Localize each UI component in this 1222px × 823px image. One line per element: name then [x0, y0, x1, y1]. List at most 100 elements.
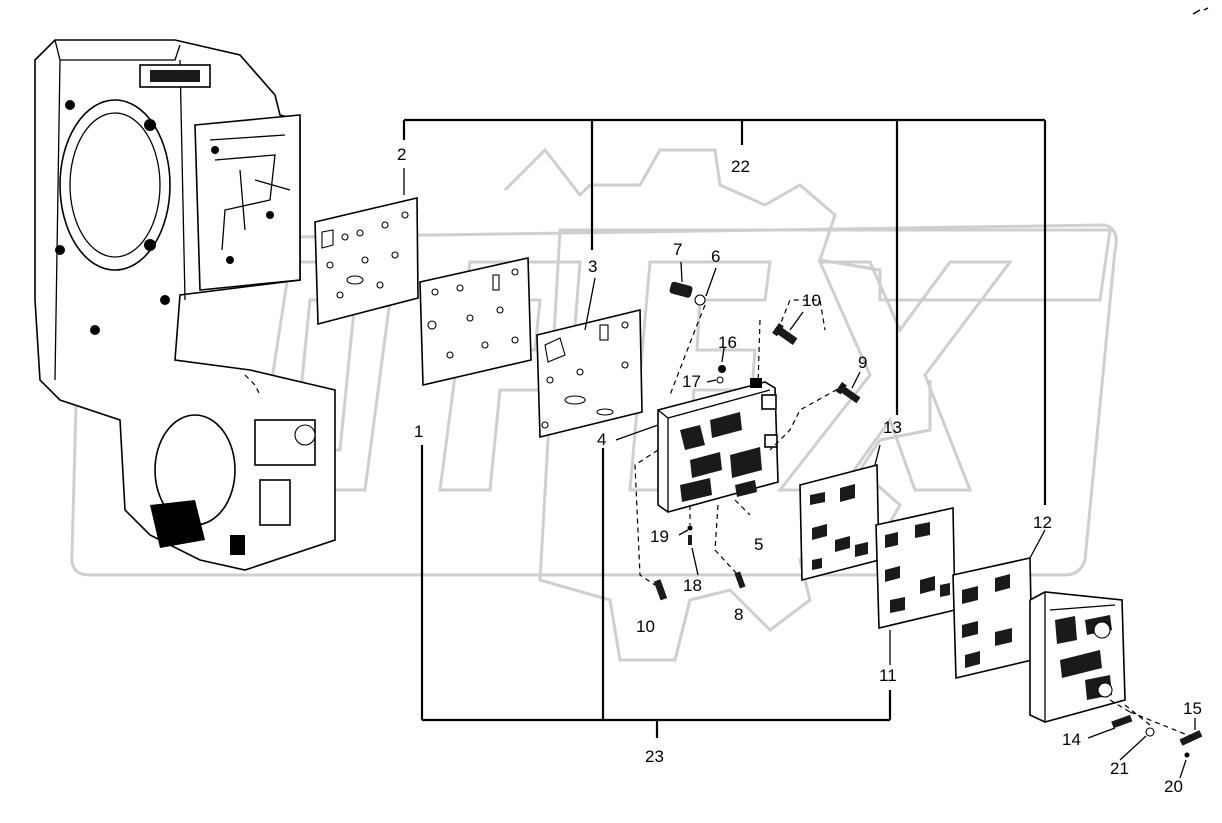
- control-valve-assembly: [1029, 591, 1126, 723]
- plate-3-hole: [576, 368, 584, 376]
- control-valve-edge: [1044, 592, 1116, 722]
- plate-1-slot: [492, 274, 500, 291]
- transmission-housing: [34, 39, 336, 571]
- bolt-15: [1179, 730, 1203, 746]
- dash-line: [734, 499, 751, 516]
- plate-1-hole: [496, 306, 504, 314]
- ring-17: [716, 376, 724, 384]
- plate-1-body: [419, 257, 532, 386]
- leader-4: [615, 424, 659, 441]
- callout-5: 5: [754, 535, 763, 554]
- assembly-lines: [634, 299, 1196, 739]
- leader-19: [678, 529, 689, 536]
- plate-12-ports: [962, 574, 1012, 668]
- callout-1: 1: [414, 422, 423, 441]
- plate-3-body: [536, 308, 643, 439]
- plate-1-hole: [446, 351, 454, 359]
- plate-2-slot: [346, 275, 364, 285]
- callout-11: 11: [879, 666, 897, 685]
- housing-edge: [54, 39, 186, 381]
- callout-22: 22: [731, 157, 750, 176]
- leader-7: [680, 261, 683, 283]
- bracket-22: [402, 118, 1047, 505]
- housing-bolt: [144, 119, 156, 131]
- leader-13: [874, 444, 881, 466]
- callout-10-top: 10: [802, 291, 821, 310]
- pin-18: [688, 535, 692, 545]
- plate-2-hole: [341, 233, 349, 241]
- plate-12: [952, 557, 1033, 680]
- ring-6: [694, 294, 706, 306]
- dash-line: [714, 504, 739, 576]
- valve-body-boss: [750, 378, 762, 388]
- callout-2: 2: [397, 145, 406, 164]
- plate-1-hole: [431, 288, 439, 296]
- callout-20: 20: [1164, 777, 1183, 796]
- housing-lower-cover: [259, 479, 291, 526]
- leader-17: [706, 379, 717, 383]
- corner-mark: [1192, 7, 1209, 15]
- plate-1-hole: [511, 268, 519, 276]
- bracket-23-rises: [420, 445, 892, 738]
- bracket-23: [420, 445, 892, 738]
- plate-2-hole: [381, 221, 389, 229]
- housing-bolt: [266, 211, 274, 219]
- plate-1-hole: [466, 314, 474, 322]
- leader-18: [691, 547, 699, 576]
- leader-10-top: [789, 311, 804, 331]
- control-valve-port: [1093, 621, 1111, 639]
- bolt-8: [734, 571, 746, 589]
- housing-bolt: [226, 256, 234, 264]
- leader-6: [705, 267, 717, 297]
- separator-plate-1: [419, 257, 532, 386]
- callout-13: 13: [883, 418, 902, 437]
- callout-23: 23: [645, 747, 664, 766]
- dash-line: [1109, 699, 1196, 739]
- callout-8: 8: [734, 605, 743, 624]
- callout-21: 21: [1110, 759, 1129, 778]
- callout-17: 17: [682, 372, 701, 391]
- plate-2-hole: [376, 281, 384, 289]
- housing-bolt: [65, 100, 75, 110]
- dash-line: [634, 449, 659, 586]
- leader-16: [721, 347, 725, 363]
- housing-valve-face: [194, 114, 301, 291]
- plate-1-hole: [427, 320, 437, 330]
- leader-20: [1179, 759, 1187, 779]
- gasket-plate-2: [314, 196, 419, 326]
- valve-body-side-port: [761, 394, 777, 410]
- leader-3: [584, 277, 596, 331]
- plug-16: [718, 365, 726, 373]
- plate-2-hole: [326, 261, 334, 269]
- callout-7: 7: [673, 240, 682, 259]
- bolt-14: [1111, 714, 1133, 729]
- housing-bore-inner: [69, 112, 161, 258]
- plate-2-hole: [356, 229, 364, 237]
- control-valve-channels: [1055, 615, 1112, 700]
- dash-line: [769, 384, 846, 451]
- plate-12-body: [952, 557, 1033, 680]
- housing-drain: [230, 535, 245, 555]
- valve-body-block: [657, 381, 779, 513]
- callout-16: 16: [718, 333, 737, 352]
- callout-12: 12: [1033, 513, 1052, 532]
- leader-21: [1119, 735, 1147, 761]
- plate-2-hole: [336, 291, 344, 299]
- plate-1-hole: [456, 284, 464, 292]
- housing-port: [294, 424, 316, 446]
- callout-labels: 2 22 3 7 6 10 16 9 17 13 1 4 19 5 18 8 1…: [397, 145, 1202, 796]
- bolt-10-bottom: [653, 579, 668, 601]
- ring-19: [687, 525, 693, 531]
- callout-9: 9: [858, 353, 867, 372]
- plate-3-slot: [596, 408, 614, 416]
- housing-bolt: [144, 239, 156, 251]
- callout-14: 14: [1062, 730, 1081, 749]
- plate-3-cutout: [544, 337, 566, 363]
- housing-bolt: [55, 245, 65, 255]
- leader-14: [1087, 727, 1116, 739]
- housing-bore: [59, 99, 171, 271]
- valve-body-channels: [680, 412, 762, 502]
- callout-15: 15: [1183, 699, 1202, 718]
